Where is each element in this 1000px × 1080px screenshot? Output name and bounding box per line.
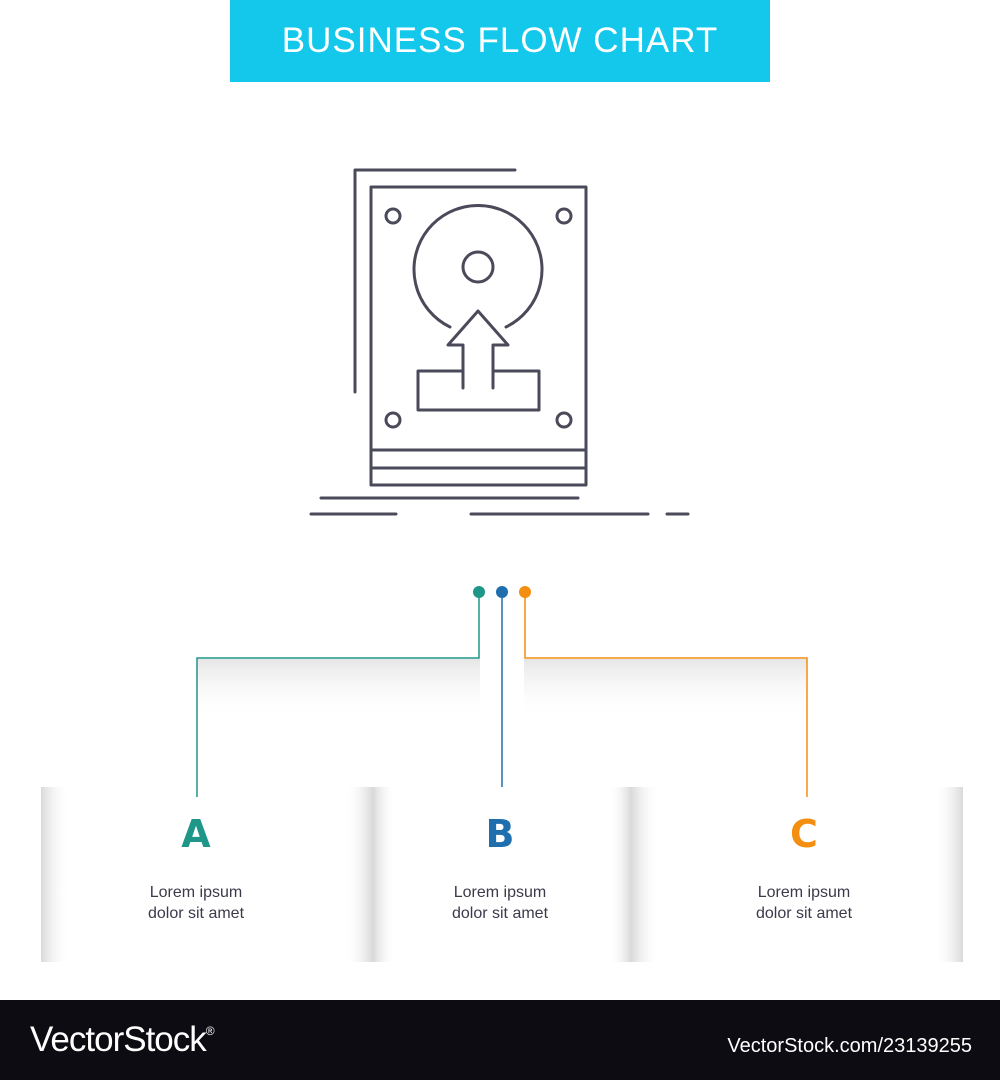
- chart-title: BUSINESS FLOW CHART: [281, 21, 719, 60]
- step-b-label: B: [485, 812, 515, 856]
- dot-a: [473, 586, 485, 598]
- registered-mark: ®: [205, 1024, 215, 1038]
- step-c-text: Lorem ipsum dolor sit amet: [694, 882, 914, 924]
- dot-b: [496, 586, 508, 598]
- connector-c-shadow: [524, 659, 807, 719]
- step-c-line2: dolor sit amet: [755, 905, 853, 922]
- step-b-line1: Lorem ipsum: [453, 884, 547, 901]
- vectorstock-logo: VectorStock®: [30, 1020, 215, 1060]
- step-a-label: A: [181, 812, 211, 856]
- hard-drive-upload-icon: [309, 168, 690, 516]
- title-banner: BUSINESS FLOW CHART: [230, 0, 770, 82]
- step-b-line2: dolor sit amet: [451, 905, 549, 922]
- step-a-line1: Lorem ipsum: [149, 884, 243, 901]
- connector-c: [524, 592, 808, 797]
- connector-a: [196, 592, 480, 797]
- step-b-text: Lorem ipsum dolor sit amet: [390, 882, 610, 924]
- card-b-shade: [373, 787, 631, 962]
- step-a-text: Lorem ipsum dolor sit amet: [86, 882, 306, 924]
- dot-c: [519, 586, 531, 598]
- footer-bar: VectorStock® VectorStock.com/23139255: [0, 1000, 1000, 1080]
- step-c-label: C: [790, 812, 818, 856]
- card-a-shade: [41, 787, 373, 962]
- step-c-line1: Lorem ipsum: [757, 884, 851, 901]
- connector-a-shadow: [197, 659, 480, 719]
- footer-brand: VectorStock: [30, 1020, 207, 1059]
- footer-image-id: VectorStock.com/23139255: [727, 1035, 972, 1057]
- step-a-line2: dolor sit amet: [147, 905, 245, 922]
- card-c-shade: [631, 787, 963, 962]
